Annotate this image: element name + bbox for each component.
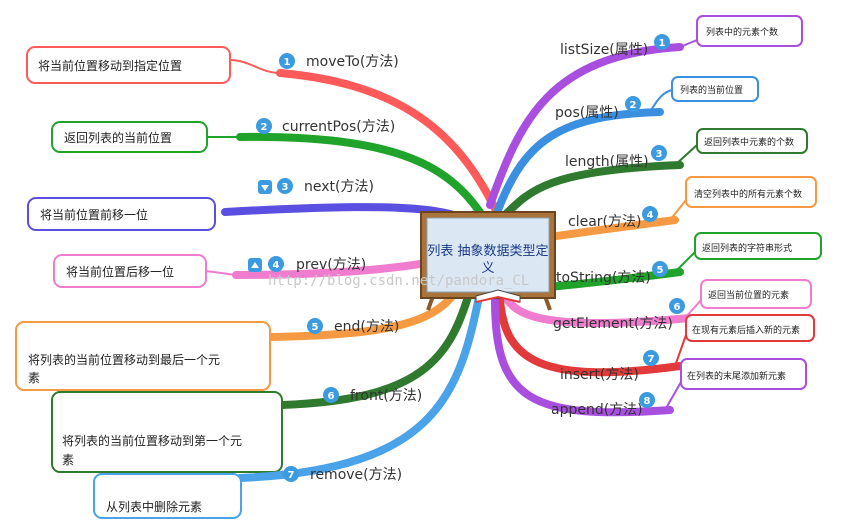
branch-label: pos(属性) <box>555 105 619 121</box>
note-box <box>26 46 231 84</box>
note-text: 返回当前位置的元素 <box>708 289 789 301</box>
number-badge <box>256 118 272 134</box>
number-badge <box>307 318 323 334</box>
branch-label: next(方法) <box>304 179 374 195</box>
number-badge <box>279 53 295 69</box>
note-text: 列表的当前位置 <box>680 84 743 96</box>
note-text: 将当前位置后移一位 <box>66 264 174 279</box>
right-branch-getelement[interactable]: 返回当前位置的元素 6 getElement(方法) <box>501 279 812 332</box>
branch-label: front(方法) <box>350 388 422 404</box>
note-text: 将列表的当前位置移动到最后一个元 <box>28 352 220 367</box>
note-box <box>680 358 807 390</box>
number-badge <box>652 261 668 277</box>
note-text: 素 <box>28 371 40 385</box>
note-box <box>51 391 283 473</box>
watermark: http://blog.csdn.net/pandora_CL <box>268 273 529 289</box>
number-badge <box>625 96 641 112</box>
branch-label: listSize(属性) <box>560 42 648 58</box>
svg-text:2: 2 <box>630 100 637 111</box>
left-branch-end[interactable]: 将列表的当前位置移动到最后一个元 素 5 end(方法) <box>15 281 464 391</box>
svg-text:6: 6 <box>674 302 681 313</box>
right-branch-append[interactable]: 在列表的末尾添加新元素 8 append(方法) <box>491 296 807 418</box>
branch-label: moveTo(方法) <box>306 54 399 70</box>
svg-text:6: 6 <box>328 391 335 402</box>
note-box <box>700 279 812 309</box>
number-badge <box>642 206 658 222</box>
note-box <box>15 321 271 391</box>
note-box <box>696 128 808 154</box>
note-text: 素 <box>62 453 74 467</box>
left-branch-remove[interactable]: 从列表中删除元素 7 remove(方法) <box>93 288 484 519</box>
number-badge <box>654 34 670 50</box>
svg-text:1: 1 <box>659 38 666 49</box>
note-text: 列表中的元素个数 <box>706 26 778 38</box>
right-branch-clear[interactable]: 清空列表中的所有元素个数 4 clear(方法) <box>526 176 817 244</box>
svg-text:3: 3 <box>656 149 663 160</box>
note-text: 在列表的末尾添加新元素 <box>687 370 786 382</box>
svg-text:4: 4 <box>647 210 654 221</box>
right-branch-length[interactable]: 返回列表中元素的个数 3 length(属性) <box>501 128 808 219</box>
central-title: 列表 抽象数据类型定 <box>427 244 548 259</box>
svg-text:1: 1 <box>284 57 291 68</box>
note-box <box>93 473 242 519</box>
note-text: 清空列表中的所有元素个数 <box>694 188 802 200</box>
note-box <box>694 232 822 260</box>
left-branch-moveto[interactable]: 将当前位置移动到指定位置 1 moveTo(方法) <box>26 46 509 234</box>
right-branch-listsize[interactable]: 列表中的元素个数 1 listSize(属性) <box>486 15 803 209</box>
central-title-line2: 义 <box>481 261 494 276</box>
branch-label: prev(方法) <box>296 257 366 273</box>
note-text: 从列表中删除元素 <box>106 499 202 514</box>
note-text: 将列表的当前位置移动到第一个元 <box>62 433 242 448</box>
right-branch-pos[interactable]: 列表的当前位置 2 pos(属性) <box>494 76 759 214</box>
number-badge <box>639 392 655 408</box>
branch-label: end(方法) <box>334 319 399 335</box>
branch-label: clear(方法) <box>568 214 641 230</box>
number-badge <box>643 350 659 366</box>
svg-text:8: 8 <box>644 396 651 407</box>
note-box <box>696 15 803 47</box>
note-text: 在现有元素后插入新的元素 <box>692 324 800 336</box>
central-topic[interactable]: 列表 抽象数据类型定 义 <box>420 211 556 311</box>
right-branch-insert[interactable]: 在现有元素后插入新的元素 7 insert(方法) <box>496 296 815 383</box>
svg-text:7: 7 <box>648 354 655 365</box>
number-badge <box>283 466 299 482</box>
note-box <box>27 197 216 231</box>
svg-text:7: 7 <box>288 470 295 481</box>
note-box <box>685 314 815 342</box>
branch-label: append(方法) <box>551 402 643 418</box>
chalkboard <box>426 217 550 293</box>
svg-text:5: 5 <box>312 322 319 333</box>
svg-text:2: 2 <box>261 122 268 133</box>
branch-label: insert(方法) <box>560 367 639 383</box>
arrow-up-icon <box>248 258 262 272</box>
note-text: 将当前位置前移一位 <box>40 207 148 222</box>
note-text: 返回列表中元素的个数 <box>704 136 794 148</box>
note-text: 返回列表的字符串形式 <box>702 242 792 254</box>
note-box <box>685 176 817 208</box>
note-text: 将当前位置移动到指定位置 <box>38 58 182 73</box>
arrow-down-icon <box>258 180 272 194</box>
left-branch-next[interactable]: 将当前位置前移一位 3 next(方法) <box>27 178 496 246</box>
svg-text:4: 4 <box>273 260 280 271</box>
number-badge <box>651 145 667 161</box>
number-badge <box>277 178 293 194</box>
number-badge <box>268 256 284 272</box>
branch-label: getElement(方法) <box>553 316 673 332</box>
svg-text:3: 3 <box>282 182 289 193</box>
svg-text:5: 5 <box>657 265 664 276</box>
number-badge <box>323 387 339 403</box>
branch-label: toString(方法) <box>556 270 651 286</box>
book-icon <box>475 289 521 303</box>
branch-label: remove(方法) <box>310 467 402 483</box>
note-box <box>671 76 759 102</box>
left-branch-front[interactable]: 将列表的当前位置移动到第一个元 素 6 front(方法) <box>51 286 474 473</box>
branch-label: length(属性) <box>565 154 649 170</box>
note-text: 返回列表的当前位置 <box>64 130 172 145</box>
number-badge <box>669 298 685 314</box>
left-branch-currentpos[interactable]: 返回列表的当前位置 2 currentPos(方法) <box>51 118 499 240</box>
branch-label: currentPos(方法) <box>282 119 395 135</box>
